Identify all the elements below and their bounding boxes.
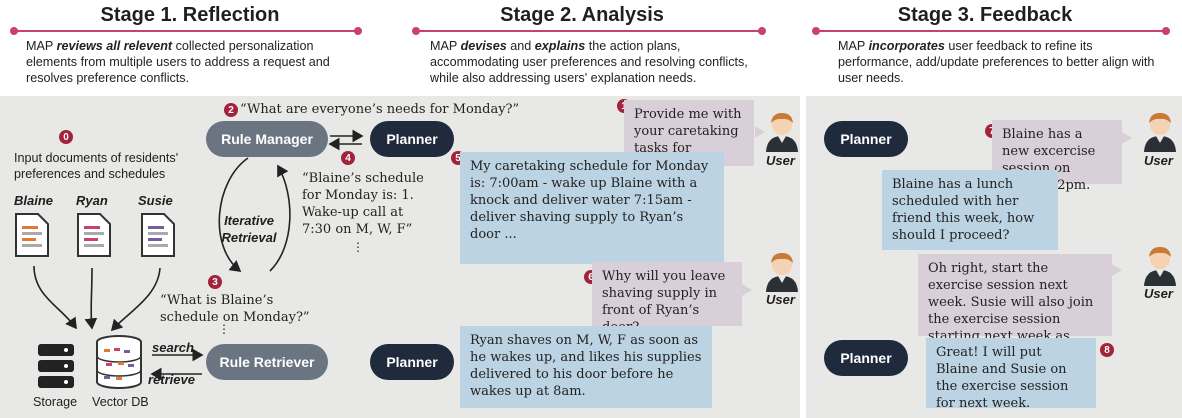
rule-manager-node: Rule Manager [206, 121, 328, 157]
user-avatar-icon [766, 253, 798, 292]
bubble-tail [1112, 264, 1122, 276]
step-2-badge: 2 [224, 103, 238, 117]
document-icon-blaine [15, 213, 49, 257]
stage1-description: MAP reviews all relevent collected perso… [26, 39, 330, 85]
bubble-tail [1122, 132, 1132, 144]
retrieve-label: retrieve [148, 372, 195, 387]
stage2-line-end-dot [758, 27, 766, 35]
planner-node-feedback-top: Planner [824, 121, 908, 157]
user-avatar-icon [1144, 113, 1176, 152]
stage3-description: MAP incorporates user feedback to refine… [838, 39, 1155, 85]
user-label-2: User [766, 292, 795, 307]
stage2-title: Stage 2. Analysis [500, 4, 664, 26]
document-icon-ryan [77, 213, 111, 257]
step-3-badge: 3 [208, 275, 222, 289]
user-label-4: User [1144, 286, 1173, 301]
input-documents-label: Input documents of residents' preference… [14, 151, 179, 181]
step-4-badge: 4 [341, 151, 355, 165]
planner-node-feedback-bottom: Planner [824, 340, 908, 376]
storage-label: Storage [33, 395, 78, 409]
stage3-title: Stage 3. Feedback [897, 4, 1073, 26]
search-label: search [152, 340, 194, 355]
query-everyone-needs: “What are everyone’s needs for Monday?” [240, 102, 520, 117]
ellipsis-query: ⋮ [218, 322, 230, 336]
stage3-line-end-dot [1162, 27, 1170, 35]
planner-explanation-bubble: Ryan shaves on M, W, F as soon as he wak… [460, 326, 712, 408]
vector-db-icon [96, 335, 142, 389]
storage-icon [38, 344, 74, 388]
bubble-tail [742, 284, 752, 296]
bubble-tail [755, 126, 765, 138]
stage1-title: Stage 1. Reflection [100, 4, 280, 26]
step-0-badge: 0 [59, 130, 73, 144]
rule-retriever-node: Rule Retriever [206, 344, 328, 380]
stage2-line [416, 30, 762, 32]
step-8-badge: 8 [1100, 343, 1114, 357]
user-label-3: User [1144, 153, 1173, 168]
iterative-retrieval-label: Iterative Retrieval [221, 213, 277, 245]
doc-name-susie: Susie [138, 193, 173, 208]
planner-node-analysis: Planner [370, 344, 454, 380]
planner-schedule-bubble: My caretaking schedule for Monday is: 7:… [460, 152, 724, 264]
user-why-bubble: Why will you leave shaving supply in fro… [592, 262, 742, 335]
planner-question-bubble: Blaine has a lunch scheduled with her fr… [882, 170, 1058, 250]
ellipsis-answer: ⋮ [352, 240, 364, 254]
stage1-line-end-dot [354, 27, 362, 35]
user-avatar-icon [1144, 247, 1176, 286]
doc-name-blaine: Blaine [14, 193, 54, 208]
planner-confirm-bubble: Great! I will put Blaine and Susie on th… [926, 338, 1096, 411]
vector-db-label: Vector DB [92, 395, 149, 409]
reflection-arrows [33, 129, 364, 381]
document-icon-susie [141, 213, 175, 257]
user-adjust-bubble: Oh right, start the exercise session nex… [918, 254, 1112, 361]
answer-blaine-schedule: “Blaine’s schedule for Monday is: 1. Wak… [302, 171, 424, 237]
stage1-line [14, 30, 358, 32]
user-label-1: User [766, 153, 795, 168]
stage2-description: MAP devises and explains the action plan… [430, 39, 748, 85]
stage3-line [816, 30, 1166, 32]
planner-node-reflection: Planner [370, 121, 454, 157]
user-avatar-icon [766, 113, 798, 152]
doc-name-ryan: Ryan [76, 193, 108, 208]
query-blaine-schedule: “What is Blaine’s schedule on Monday?” [160, 293, 310, 325]
